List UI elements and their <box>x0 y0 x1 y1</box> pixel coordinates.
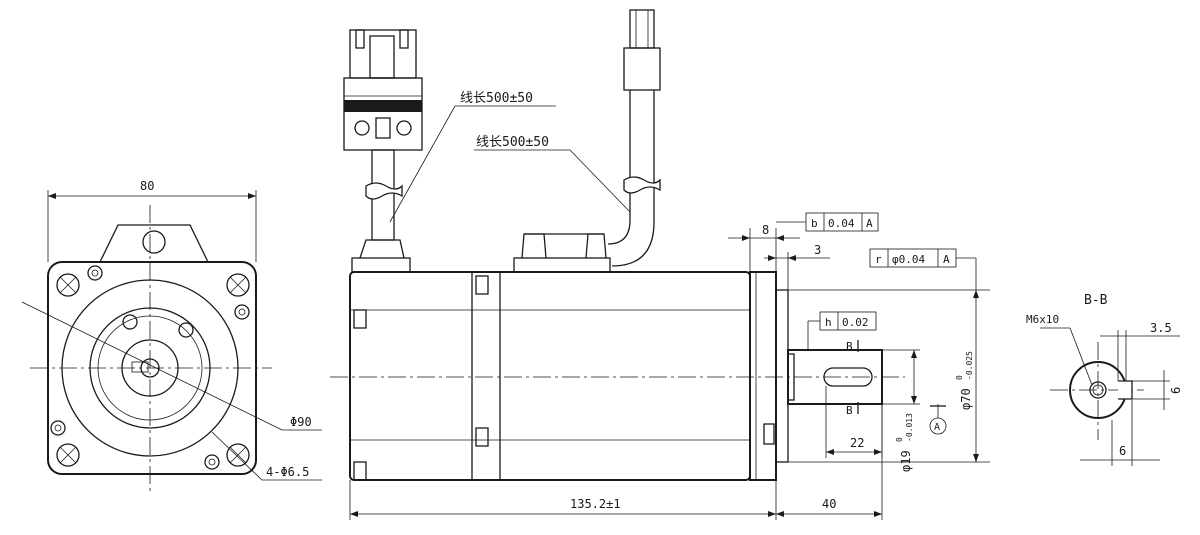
side-shaft-dia-arrow <box>911 396 917 404</box>
side-power-connector-band <box>344 100 422 112</box>
gdt1-frame <box>805 212 879 232</box>
side-spigot-arrow <box>973 290 979 298</box>
front-pcd-label: Φ90 <box>290 415 312 429</box>
side-shaft-dia-label: φ19 <box>899 450 913 472</box>
side-encoder-plug-boot <box>521 233 547 259</box>
datum-circle <box>929 417 947 435</box>
side-encoder-connector-tip <box>629 9 655 49</box>
side-section-mark-top: B <box>846 340 853 353</box>
side-step-arrow <box>768 255 776 261</box>
gdt3-symbol: h <box>825 316 832 329</box>
section-view: B-B M6x10 3.5 6 6 <box>1026 293 1183 466</box>
side-encoder-connector <box>623 47 661 91</box>
front-shaft-key <box>131 361 149 373</box>
gdt3-value: 0.02 <box>842 316 869 329</box>
gdt2-symbol: r <box>875 253 882 266</box>
front-hole-leader <box>211 431 263 481</box>
front-mount-hole <box>50 420 80 467</box>
gdt2-value: φ0.04 <box>892 253 925 266</box>
side-key-label: 22 <box>850 436 864 450</box>
datum-label: A <box>934 422 940 433</box>
side-cable1-leader <box>389 105 456 223</box>
side-cable-break <box>623 176 661 194</box>
section-keyway <box>1118 380 1133 400</box>
front-face-bolt <box>178 322 194 338</box>
side-key-arrow <box>874 449 882 455</box>
side-step-arrow <box>788 255 796 261</box>
side-length-arrow <box>768 511 776 517</box>
side-shaft-arrow <box>874 511 882 517</box>
side-shaft-tol-upper: 0 <box>895 437 904 442</box>
side-spigot-tol-upper: 0 <box>955 375 964 380</box>
side-flange-arrow <box>776 235 784 241</box>
side-step-label: 3 <box>814 243 821 257</box>
front-face-bolt <box>122 314 138 330</box>
side-key-arrow <box>826 449 834 455</box>
front-mount-hole <box>204 443 250 470</box>
gdt2-datum: A <box>943 253 950 266</box>
section-depth-label: 3.5 <box>1150 321 1172 335</box>
side-flange-label: 8 <box>762 223 769 237</box>
side-cable-break <box>365 182 403 200</box>
side-view: 线长500±50 线长500±50 135.2±1 40 8 3 <box>330 9 990 520</box>
side-spigot-tol-lower: -0.025 <box>965 351 974 380</box>
side-spigot <box>775 289 789 463</box>
section-width-v-label: 6 <box>1169 387 1183 394</box>
side-spigot-label: φ70 <box>959 388 973 410</box>
side-power-connector-pin <box>355 29 365 49</box>
side-slot <box>475 275 489 295</box>
side-spigot-arrow <box>973 454 979 462</box>
front-pcd-diagonal <box>21 301 283 431</box>
front-view: 80 Φ90 4-Φ6.5 <box>21 179 322 495</box>
side-power-plug-boot <box>359 239 405 259</box>
front-mount-hole <box>56 265 103 297</box>
side-slot <box>353 309 367 329</box>
side-slot <box>475 427 489 447</box>
section-width-h-label: 6 <box>1119 444 1126 458</box>
side-power-connector-screw <box>354 120 370 136</box>
side-power-connector <box>343 77 423 151</box>
side-encoder-plug-base <box>513 257 611 273</box>
section-title: B-B <box>1084 293 1108 308</box>
side-slot <box>763 423 775 445</box>
gdt1-value: 0.04 <box>828 217 855 230</box>
side-shaft-tol-lower: -0.013 <box>905 413 914 442</box>
side-power-connector-pin <box>399 29 409 49</box>
side-power-connector-clamp <box>375 117 391 139</box>
side-cable1-label: 线长500±50 <box>460 91 533 106</box>
side-encoder-cable <box>607 90 631 245</box>
front-connector-tab <box>99 224 209 263</box>
side-power-connector-top <box>349 29 417 79</box>
front-tab-hole <box>142 230 166 254</box>
side-flange <box>749 271 777 481</box>
front-mount-hole <box>226 273 250 320</box>
side-length-label: 135.2±1 <box>570 497 621 511</box>
section-thread-leader <box>1069 327 1093 386</box>
side-power-connector-screw <box>396 120 412 136</box>
side-shaft-length-label: 40 <box>822 497 836 511</box>
side-body-outline <box>349 271 751 481</box>
side-cable2-label: 线长500±50 <box>476 135 549 150</box>
side-cable2-leader <box>569 149 631 213</box>
gdt1-symbol: b <box>811 217 818 230</box>
front-width-label: 80 <box>140 179 154 193</box>
side-flange-arrow <box>742 235 750 241</box>
front-hole-label: 4-Φ6.5 <box>266 465 309 479</box>
gdt1-datum: A <box>866 217 873 230</box>
front-width-arrow <box>48 193 56 199</box>
side-encoder-plug-boot <box>585 233 607 259</box>
side-length-arrow <box>350 511 358 517</box>
front-width-arrow <box>248 193 256 199</box>
side-power-connector-latch <box>369 35 395 79</box>
side-encoder-cable <box>611 90 655 267</box>
side-power-plug-base <box>351 257 411 273</box>
side-shaft-arrow <box>776 511 784 517</box>
side-section-mark-bottom: B <box>846 404 853 417</box>
side-shaft-dia-arrow <box>911 350 917 358</box>
side-slot <box>353 461 367 481</box>
section-thread-label: M6x10 <box>1026 313 1059 326</box>
